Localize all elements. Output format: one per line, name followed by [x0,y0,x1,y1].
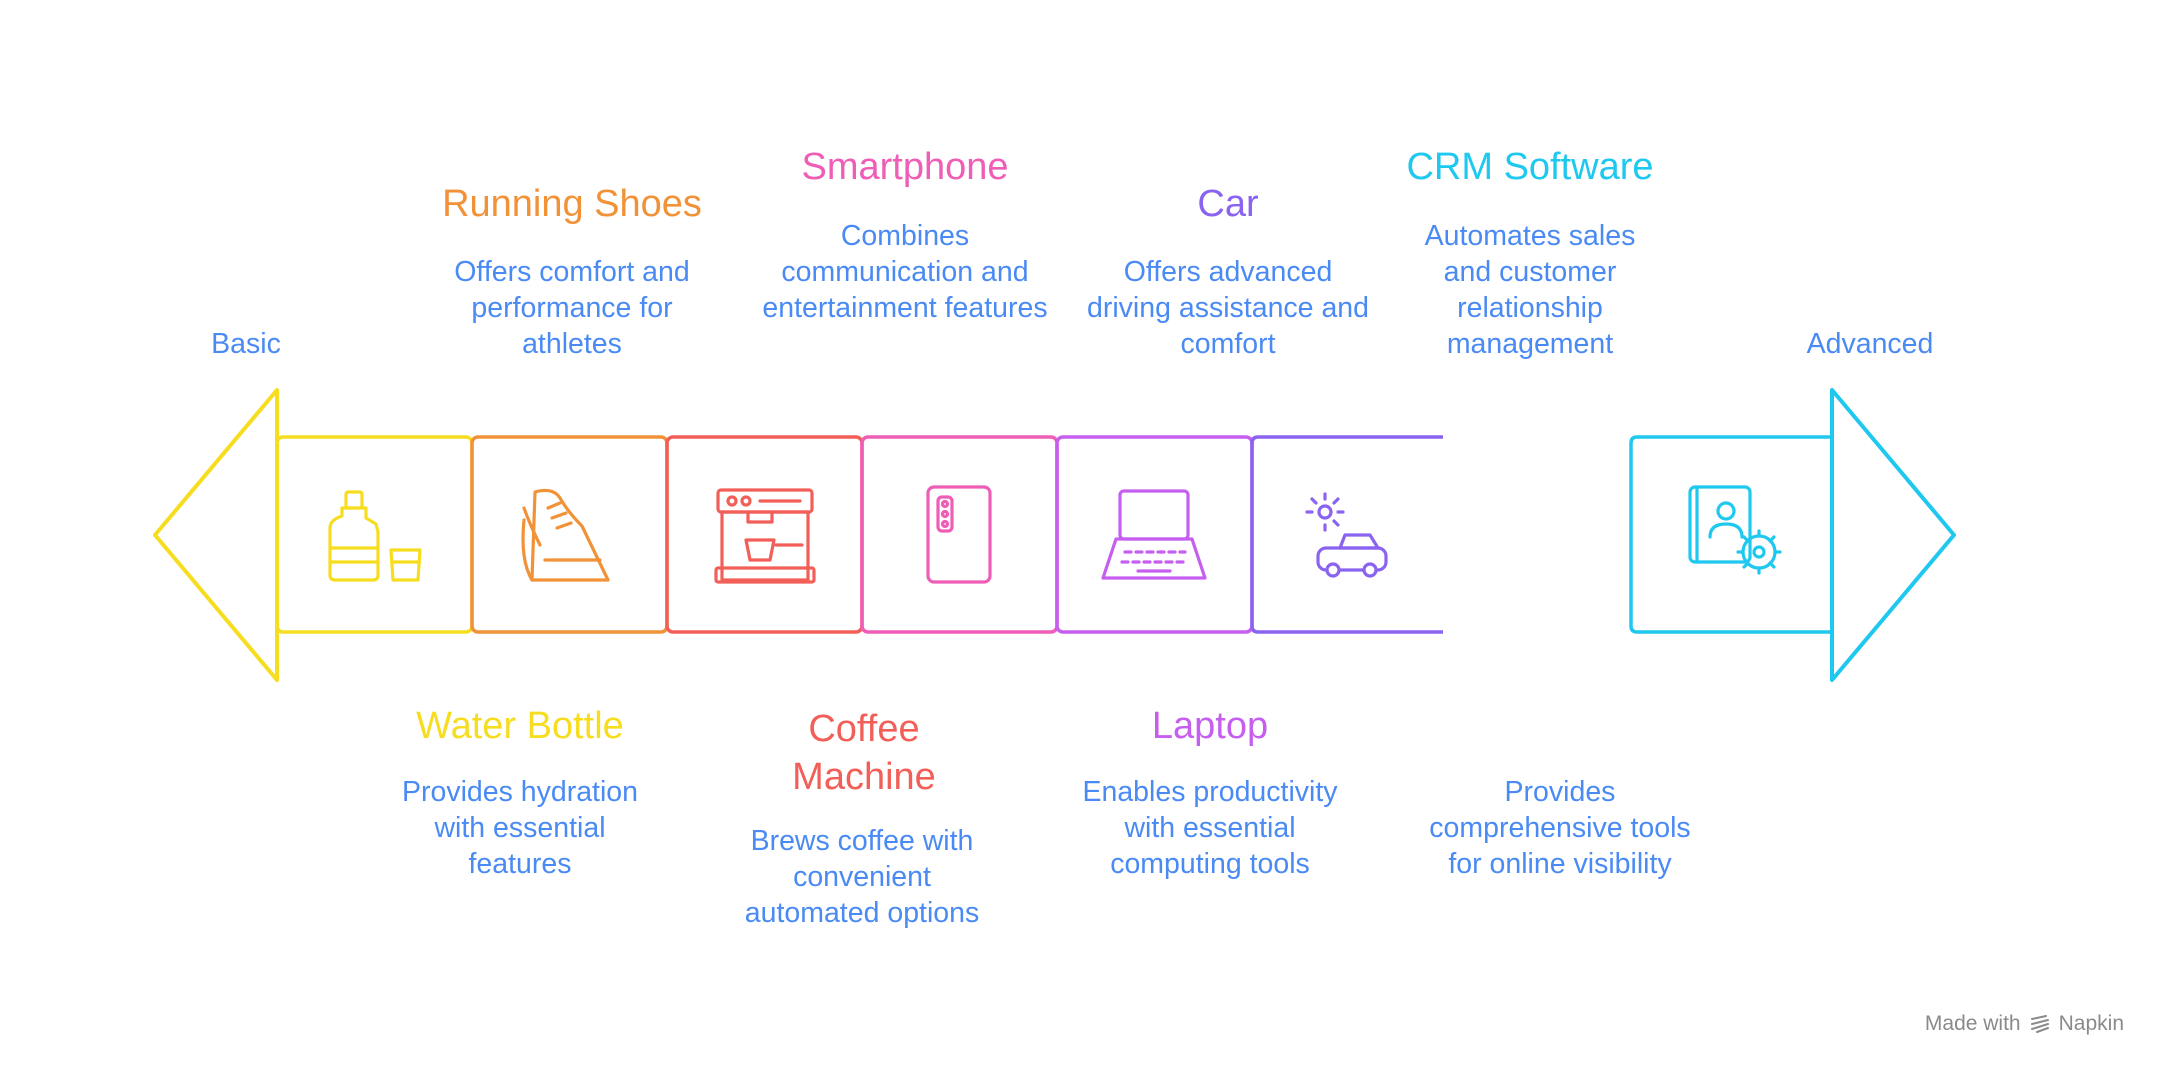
segment-crm-software [1629,435,1832,634]
car-icon [1305,492,1388,578]
basic-label: Basic [211,328,281,360]
made-with-napkin-footer: Made with Napkin [1925,1012,2124,1036]
item-description-smartphone: Combines communication and entertainment… [762,220,1048,324]
item-title-car: Car [1197,183,1259,225]
item-description-online-visibility: Provides comprehensive tools for online … [1429,776,1691,880]
item-description-car: Offers advanced driving assistance and c… [1087,256,1369,360]
segment-laptop [1055,435,1254,634]
footer-text: Made with [1924,1012,2021,1035]
item-title-crm-software: CRM Software [1406,146,1654,188]
item-title-laptop: Laptop [1151,705,1269,747]
item-title-coffee-machine: Coffee Machine [792,708,936,798]
item-description-running-shoes: Offers comfort and performance for athle… [454,256,690,360]
running-shoe-icon [521,488,610,582]
item-title-running-shoes: Running Shoes [442,183,702,225]
item-description-laptop: Enables productivity with essential comp… [1082,776,1338,880]
item-description-crm-software: Automates sales and customer relationshi… [1424,220,1636,360]
segment-water-bottle [275,435,474,634]
crm-software-icon [1688,485,1782,575]
coffee-machine-icon [714,488,816,584]
segment-car [1250,435,1443,634]
segment-smartphone [860,435,1059,634]
left-arrowhead [153,388,279,682]
segment-coffee-machine [665,435,864,634]
water-bottle-icon [328,490,422,582]
laptop-icon [1101,489,1207,580]
right-arrowhead [1830,388,1956,682]
item-title-water-bottle: Water Bottle [416,705,624,747]
smartphone-icon [926,485,992,584]
footer-brand: Napkin [2058,1012,2124,1035]
napkin-logo-icon [2030,1015,2049,1033]
advanced-label: Advanced [1806,328,1934,360]
item-title-smartphone: Smartphone [801,146,1009,188]
item-description-water-bottle: Provides hydration with essential featur… [401,776,639,880]
item-description-coffee-machine: Brews coffee with convenient automated o… [744,825,980,929]
segment-running-shoes [470,435,669,634]
